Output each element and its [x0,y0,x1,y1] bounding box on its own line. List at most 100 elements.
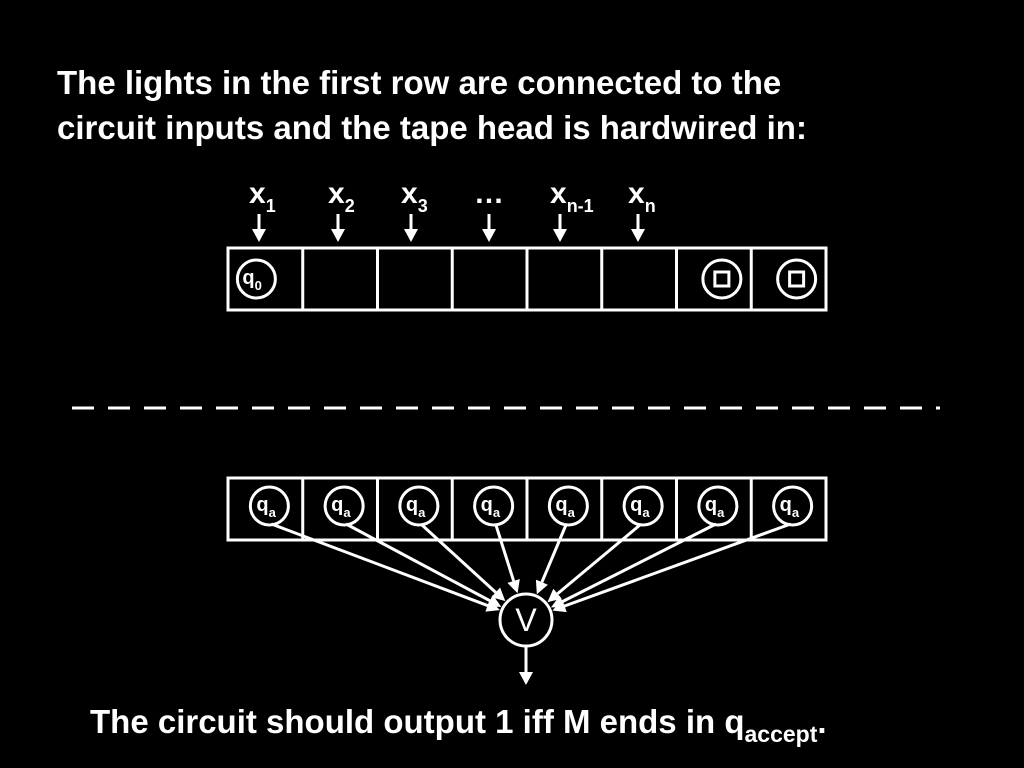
blank-light-circle [776,258,818,300]
input-label-base: … [474,177,504,210]
input-arrow [553,214,567,242]
accept-light-circle [323,485,365,527]
input-4: … [474,177,504,242]
input-label: … [474,177,504,210]
accept-light-circle [697,485,739,527]
accept-label-base: q [331,494,343,516]
fan-in-arrow-5 [535,523,568,595]
arrow-head [552,599,567,613]
state-label: q0 [242,267,261,293]
input-arrow [482,214,496,242]
accept-light-circle [473,485,515,527]
input-label-base: x [628,177,645,210]
arrow-head [507,578,520,594]
input-label: x3 [401,177,428,216]
bottom-cell-6: qa [600,478,664,540]
top-cell-8 [749,248,818,310]
output-arrow [519,646,533,685]
accept-label: qa [630,494,650,520]
bottom-cell-4: qa [450,478,515,540]
slide-footer: The circuit should output 1 iff M ends i… [90,700,1010,747]
arrow-head [331,229,345,242]
footer-subscript: accept [744,721,818,747]
accept-label-base: q [555,494,567,516]
input-5: xn-1 [550,177,594,242]
input-label-base: x [249,177,266,210]
arrow-shaft [564,522,792,608]
blank-symbol-box [788,270,806,288]
fan-in-arrow-4 [494,523,520,594]
top-tape-row: q0 [226,246,828,312]
state-light-circle [235,258,277,300]
state-label-base: q [242,267,254,289]
accept-label-subscript: a [269,505,277,520]
or-gate: V [498,592,554,685]
fan-in-arrows [270,522,792,613]
title-line-1: The lights in the first row are connecte… [57,64,782,101]
accept-label: qa [555,494,575,520]
input-label-base: x [328,177,345,210]
fan-in-arrow-7 [550,522,717,608]
arrow-head [553,229,567,242]
title-line-2: circuit inputs and the tape head is hard… [57,109,807,146]
arrow-head [631,229,645,242]
bottom-cell-5: qa [525,478,589,540]
input-3: x3 [401,177,428,242]
arrow-head [519,672,533,685]
input-label-base: x [550,177,567,210]
or-gate-label: V [515,602,537,638]
bottom-cell-2: qa [301,478,365,540]
fan-in-arrow-2 [345,522,502,607]
accept-light-circle [622,485,664,527]
accept-label-base: q [406,494,418,516]
footer-text: The circuit should output 1 iff M ends i… [90,703,745,740]
state-label-subscript: 0 [255,278,262,293]
accept-label: qa [481,494,501,520]
arrow-head [482,229,496,242]
input-label-subscript: 1 [266,196,276,216]
arrow-shaft [556,522,643,595]
blank-light-circle [701,258,743,300]
input-arrow [631,214,645,242]
arrow-shaft [494,523,516,582]
input-arrow [331,214,345,242]
input-6: xn [628,177,656,242]
accept-label-subscript: a [418,505,426,520]
accept-label: qa [705,494,725,520]
accept-label: qa [780,494,800,520]
accept-label: qa [331,494,351,520]
top-cell-1: q0 [235,258,277,300]
input-label: x2 [328,177,355,216]
accept-label-subscript: a [568,505,576,520]
arrow-shaft [345,522,491,603]
input-2: x2 [328,177,355,242]
arrow-head [535,579,548,595]
arrow-shaft [419,522,497,594]
input-label: xn-1 [550,177,594,216]
input-label-subscript: 2 [345,196,355,216]
accept-light-circle [772,485,814,527]
accept-label-base: q [481,494,493,516]
accept-label-base: q [256,494,268,516]
bottom-cell-8: qa [749,478,814,540]
arrow-shaft [270,522,489,607]
arrow-shaft [561,522,717,603]
accept-label-subscript: a [717,505,725,520]
input-arrow [404,214,418,242]
accept-label-base: q [780,494,792,516]
accept-label-subscript: a [343,505,351,520]
fan-in-arrow-1 [270,522,500,612]
input-label-subscript: 3 [418,196,428,216]
arrow-head [404,229,418,242]
input-label-subscript: n-1 [567,196,594,216]
arrow-head [252,229,266,242]
bottom-cell-7: qa [675,478,739,540]
input-label: xn [628,177,656,216]
fan-in-arrow-3 [419,522,506,602]
fan-in-arrow-8 [552,522,792,613]
accept-light-circle [398,485,440,527]
accept-label-base: q [705,494,717,516]
accept-label-subscript: a [642,505,650,520]
